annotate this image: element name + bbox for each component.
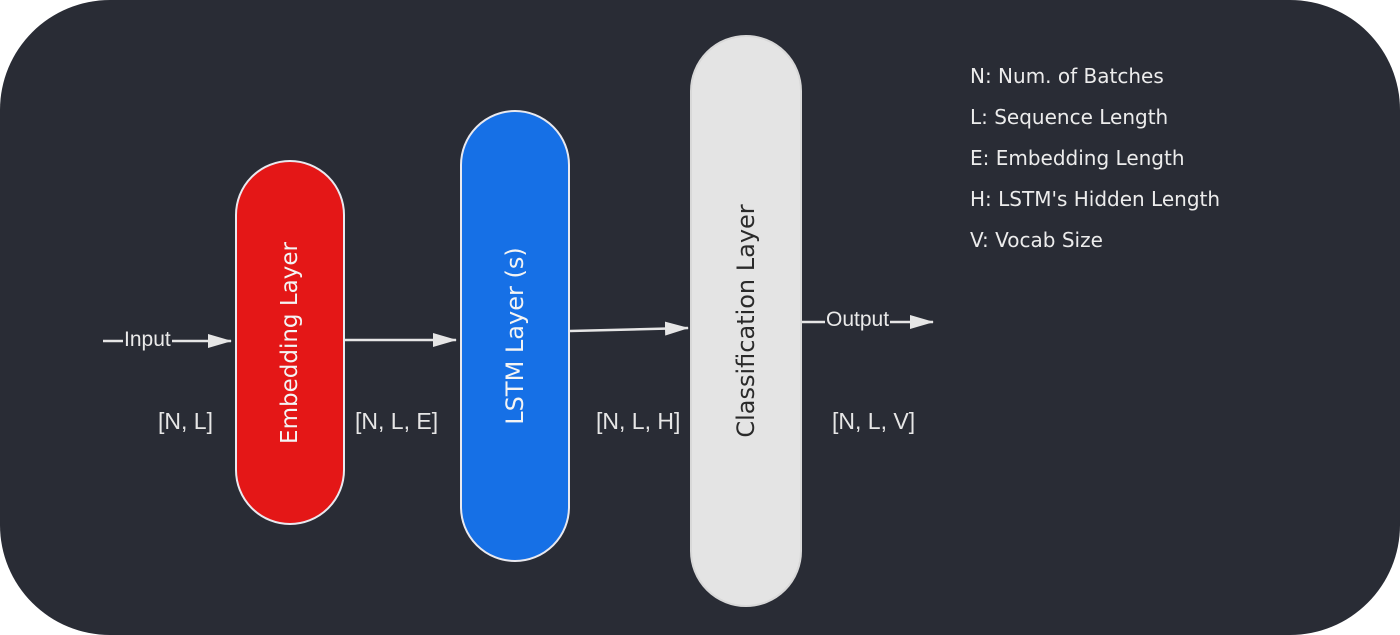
legend-item-l: L: Sequence Length xyxy=(970,105,1169,129)
output-shape-label: [N, L, V] xyxy=(832,408,916,434)
lstm-layer: LSTM Layer (s) xyxy=(460,110,570,562)
legend-item-h: H: LSTM's Hidden Length xyxy=(970,187,1221,211)
legend: N: Num. of Batches L: Sequence Length E:… xyxy=(970,60,1220,265)
legend-item-n: N: Num. of Batches xyxy=(970,64,1164,88)
input-shape-label: [N, L] xyxy=(158,408,213,434)
embedding-layer: Embedding Layer xyxy=(235,160,345,525)
lstm-to-classification-arrow xyxy=(569,321,689,336)
embedding-layer-label: Embedding Layer xyxy=(277,241,303,444)
input-label: Input xyxy=(123,328,172,352)
lstm-layer-label: LSTM Layer (s) xyxy=(501,247,529,425)
lstm-shape-label: [N, L, H] xyxy=(596,408,681,434)
classification-layer-label: Classification Layer xyxy=(732,204,760,438)
output-label: Output xyxy=(825,308,891,332)
embedding-shape-label: [N, L, E] xyxy=(355,408,439,434)
legend-item-v: V: Vocab Size xyxy=(970,228,1103,252)
legend-item-e: E: Embedding Length xyxy=(970,146,1185,170)
classification-layer: Classification Layer xyxy=(690,35,802,607)
